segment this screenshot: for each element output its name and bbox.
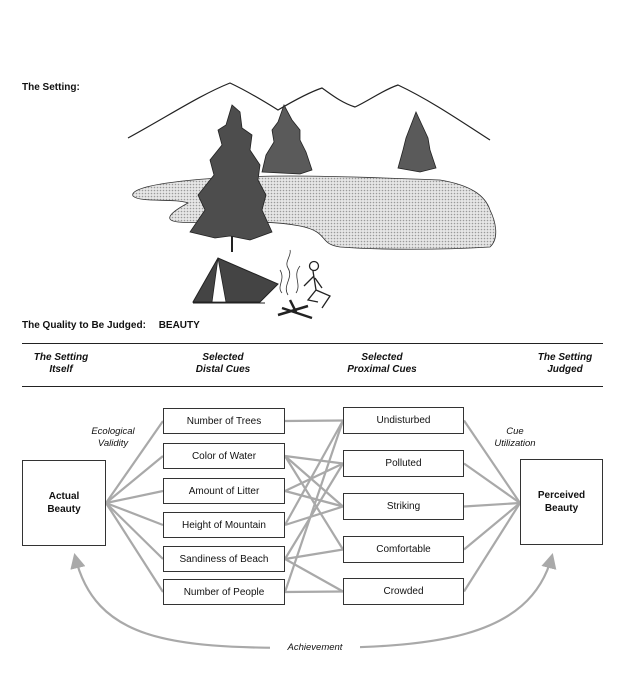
achievement-label: Achievement (270, 642, 360, 654)
achievement-arc (70, 553, 557, 650)
cue-link-line (284, 419, 344, 423)
cue-link-line (284, 462, 344, 560)
cue-utilization-line (463, 501, 521, 508)
cue-link-line (284, 455, 344, 508)
ecological-validity-line (105, 420, 164, 504)
cue-utilization-line (463, 419, 521, 504)
actual-beauty-label: Actual Beauty (47, 491, 81, 515)
proximal-cue-box: Comfortable (343, 536, 464, 563)
cue-link-line (284, 462, 344, 492)
ecological-validity-line (105, 502, 164, 593)
cue-link-line (284, 505, 344, 527)
proximal-cue-box: Polluted (343, 450, 464, 477)
perceived-beauty-label: Perceived Beauty (537, 490, 586, 514)
cue-link-line (284, 419, 344, 526)
quality-value: BEAUTY (158, 320, 200, 331)
distal-cue-box: Amount of Litter (163, 478, 285, 504)
distal-cue-box: Sandiness of Beach (163, 546, 285, 572)
ecological-validity-line (105, 502, 164, 560)
proximal-cue-box: Striking (343, 493, 464, 520)
cue-utilization-line (463, 502, 521, 593)
rule-top (22, 343, 603, 344)
cue-utilization-label: Cue Utilization (494, 426, 536, 449)
cue-link-line (284, 454, 344, 465)
ecological-validity-line (105, 455, 164, 504)
distal-cue-box: Number of People (163, 579, 285, 605)
proximal-cue-box: Undisturbed (343, 407, 464, 434)
setting-label: The Setting: (22, 82, 80, 93)
ecological-validity-label: Ecological Validity (91, 426, 135, 449)
cue-link-line (283, 420, 345, 593)
quality-label: The Quality to Be Judged: BEAUTY (22, 320, 200, 331)
ecological-validity-line (105, 489, 164, 505)
cue-link-line (284, 455, 344, 551)
distal-cue-box: Number of Trees (163, 408, 285, 434)
cue-utilization-line (463, 462, 521, 504)
distal-cue-box: Color of Water (163, 443, 285, 469)
cue-link-line (284, 590, 344, 594)
perceived-beauty-box: Perceived Beauty (520, 459, 603, 545)
cue-link-line (284, 548, 344, 561)
quality-label-text: The Quality to Be Judged: (22, 320, 146, 331)
proximal-cue-box: Crowded (343, 578, 464, 605)
cue-link-line (284, 489, 344, 508)
ecological-validity-line (105, 501, 164, 527)
cue-utilization-line (463, 502, 521, 551)
distal-cue-box: Height of Mountain (163, 512, 285, 538)
actual-beauty-box: Actual Beauty (22, 460, 106, 546)
rule-bottom (22, 386, 603, 387)
